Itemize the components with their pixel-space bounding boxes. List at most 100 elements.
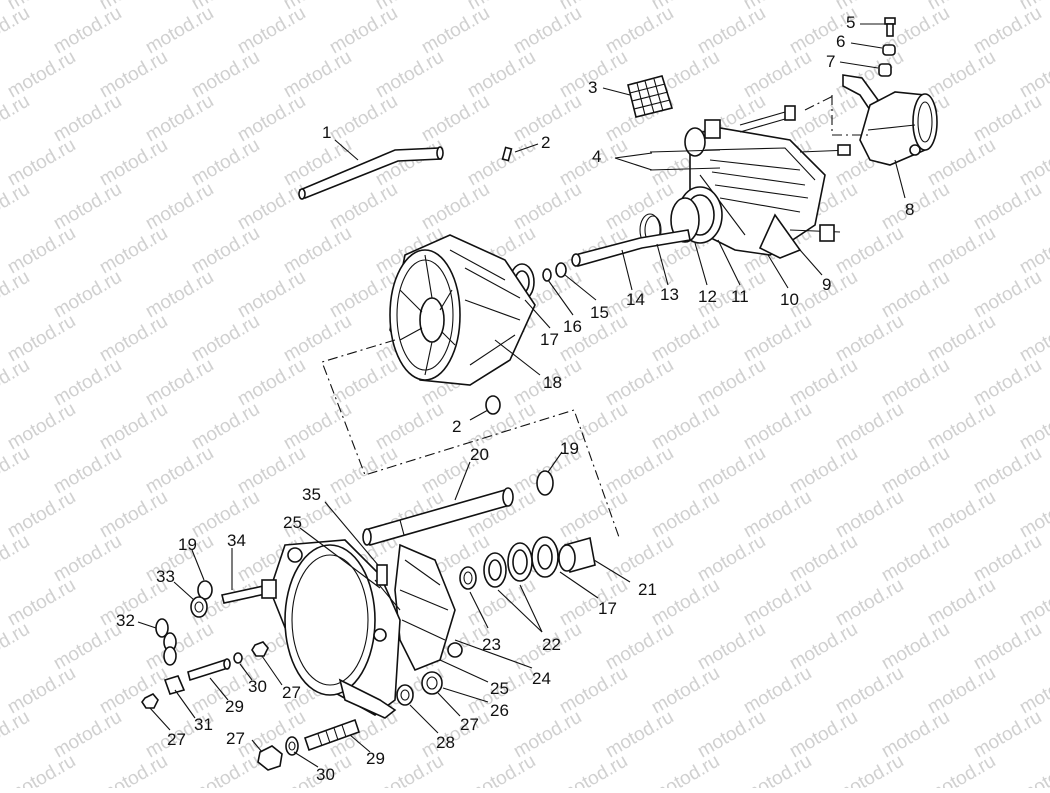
watermark-text: motod.ru: [0, 267, 33, 323]
part-27-nut-c: [257, 745, 283, 771]
part-17-bearing-lower: [531, 536, 559, 578]
callout-28: 28: [436, 733, 455, 752]
watermark-text: motod.ru: [0, 3, 33, 59]
callout-19-left: 19: [178, 535, 197, 554]
callout-labels: 1 2 3 4 5 6 7 8 9 10 11 12 13 14 15 16 1…: [116, 13, 914, 784]
part-29-bolt-upper: [187, 658, 231, 682]
callout-9: 9: [822, 275, 831, 294]
part-21-sleeve: [558, 536, 596, 574]
callout-27-mid: 27: [460, 715, 479, 734]
callout-22: 22: [542, 635, 561, 654]
part-2-pin-top: [501, 146, 513, 162]
callout-29-upper: 29: [225, 697, 244, 716]
callout-13: 13: [660, 285, 679, 304]
part-5-bolt: [884, 17, 896, 37]
part-15-ring: [555, 262, 567, 278]
callout-2-top: 2: [541, 133, 550, 152]
part-22-seals: [483, 542, 533, 588]
watermark-text: motod.ru: [832, 751, 907, 788]
part-2-plug-lower: [485, 395, 501, 415]
watermark-text: motod.ru: [0, 707, 33, 763]
part-14-shaft: [571, 229, 691, 267]
callout-31: 31: [194, 715, 213, 734]
watermark-text: motod.ru: [556, 751, 631, 788]
part-23-spacer: [459, 566, 477, 590]
leader-lines: [137, 23, 906, 768]
callout-25-lower: 25: [490, 679, 509, 698]
callout-29-lower: 29: [366, 749, 385, 768]
watermark-text: motod.ru: [4, 751, 79, 788]
callout-34: 34: [227, 531, 246, 550]
part-18-stator: [389, 234, 536, 386]
watermark-text: motod.ru: [740, 751, 815, 788]
part-28-washer: [396, 684, 414, 706]
part-29-bolt-lower: [303, 718, 361, 752]
callout-23: 23: [482, 635, 501, 654]
part-pump-housing-lower: [269, 539, 401, 719]
watermark-text: motod.ru: [924, 751, 999, 788]
callout-20: 20: [470, 445, 489, 464]
part-24-impeller: [394, 543, 463, 672]
callout-27-lower-left: 27: [167, 730, 186, 749]
callout-3: 3: [588, 78, 597, 97]
part-1-hose: [298, 146, 444, 200]
part-20-drive-shaft: [362, 487, 514, 546]
part-33-washer: [190, 596, 208, 618]
watermark-text: motod.ru: [96, 751, 171, 788]
part-34-fitting: [221, 579, 277, 604]
callout-17-upper: 17: [540, 330, 559, 349]
watermark-text: motod.ru: [648, 751, 723, 788]
callout-17-lower: 17: [598, 599, 617, 618]
callout-15: 15: [590, 303, 609, 322]
part-pump-housing-upper: [639, 119, 826, 259]
callout-7: 7: [826, 52, 835, 71]
part-19-oring-left: [197, 580, 213, 600]
part-27-nut-b: [141, 693, 159, 709]
callout-11: 11: [731, 287, 749, 306]
watermark-text: motod.ru: [0, 531, 33, 587]
callout-5: 5: [846, 13, 855, 32]
callout-18: 18: [543, 373, 562, 392]
callout-8: 8: [905, 200, 914, 219]
callout-27-upper: 27: [282, 683, 301, 702]
callout-2-lower: 2: [452, 417, 461, 436]
part-19-oring-right: [536, 470, 554, 496]
watermark-text: motod.ru: [1016, 751, 1050, 788]
callout-10: 10: [780, 290, 799, 309]
callout-6: 6: [836, 32, 845, 51]
callout-4: 4: [592, 147, 601, 166]
part-4-studs: [649, 105, 851, 242]
callout-16: 16: [563, 317, 582, 336]
watermark-text: motod.ru: [0, 619, 33, 675]
part-8-nozzle: [804, 74, 938, 166]
watermark-text: motod.ru: [464, 751, 539, 788]
part-3-grille: [627, 75, 674, 118]
watermark-text: motod.ru: [0, 91, 33, 147]
part-32-gasket: [155, 618, 177, 666]
callout-30-upper: 30: [248, 677, 267, 696]
callout-25-upper: 25: [283, 513, 302, 532]
part-16-ring: [542, 268, 552, 282]
callout-1: 1: [322, 123, 331, 142]
part-27-nut-a: [251, 641, 269, 657]
callout-21: 21: [638, 580, 657, 599]
callout-30-lower: 30: [316, 765, 335, 784]
callout-27-lower: 27: [226, 729, 245, 748]
callout-12: 12: [698, 287, 717, 306]
callout-19-right: 19: [560, 439, 579, 458]
watermark-text: motod.ru: [0, 443, 33, 499]
part-30-washer-upper: [233, 652, 243, 664]
watermark-text: motod.ru: [0, 179, 33, 235]
part-31-plate: [163, 675, 186, 695]
callout-24: 24: [532, 669, 551, 688]
part-26-fitting: [421, 671, 443, 695]
callout-14: 14: [626, 290, 645, 309]
part-30-washer-lower: [285, 736, 299, 756]
part-6-washer: [882, 44, 896, 56]
callout-35: 35: [302, 485, 321, 504]
part-7-spacer: [878, 63, 892, 77]
assembly-line-upper: [321, 339, 621, 541]
watermark-text: motod.ru: [0, 355, 33, 411]
